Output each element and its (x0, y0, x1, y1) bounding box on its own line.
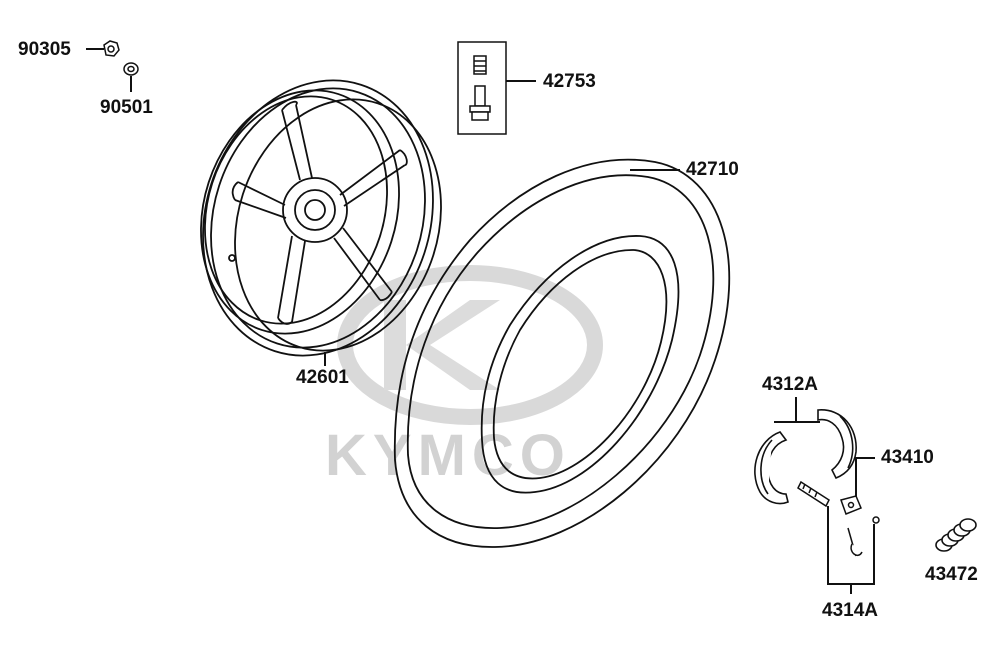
brake-lever-icon (840, 495, 880, 557)
part-label-42710: 42710 (686, 159, 739, 180)
part-label-4314A: 4314A (822, 600, 878, 621)
tire-icon (393, 158, 731, 548)
valve-box (457, 41, 507, 135)
wheel-icon (200, 79, 442, 357)
part-label-42753: 42753 (543, 71, 596, 92)
brake-shoe-icon (754, 409, 857, 505)
part-label-42601: 42601 (296, 367, 349, 388)
washer-icon (123, 62, 139, 76)
nut-icon (103, 40, 120, 57)
watermark-logo (337, 265, 603, 425)
leader-lines (86, 48, 875, 594)
brake-cam-icon (797, 480, 830, 508)
part-label-43410: 43410 (881, 447, 934, 468)
spring-icon (935, 518, 977, 552)
part-label-90501: 90501 (100, 97, 153, 118)
part-label-43472: 43472 (925, 564, 978, 585)
part-label-4312A: 4312A (762, 374, 818, 395)
part-label-90305: 90305 (18, 39, 71, 60)
